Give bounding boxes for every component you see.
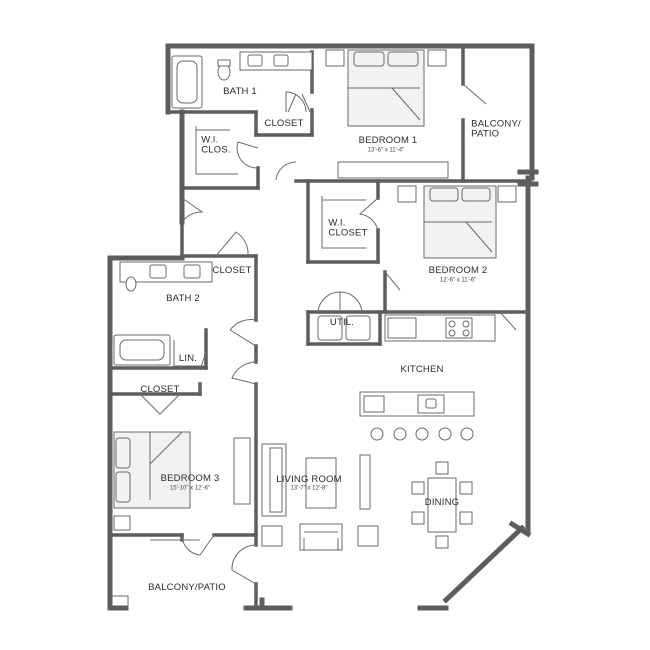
wi-closet-fixtures (195, 126, 366, 249)
exterior-walls (107, 43, 539, 611)
kitchen-fixtures (359, 314, 496, 441)
util-fixtures (317, 315, 371, 341)
interior-walls (108, 46, 532, 610)
bedroom1-furniture (325, 49, 449, 179)
doors (110, 83, 517, 608)
dining-furniture (411, 461, 473, 549)
bedroom2-furniture (397, 185, 517, 259)
bedroom3-furniture (113, 431, 251, 531)
bath2-fixtures (113, 261, 213, 367)
living-room-furniture (261, 443, 379, 551)
bath1-fixtures (171, 51, 313, 109)
